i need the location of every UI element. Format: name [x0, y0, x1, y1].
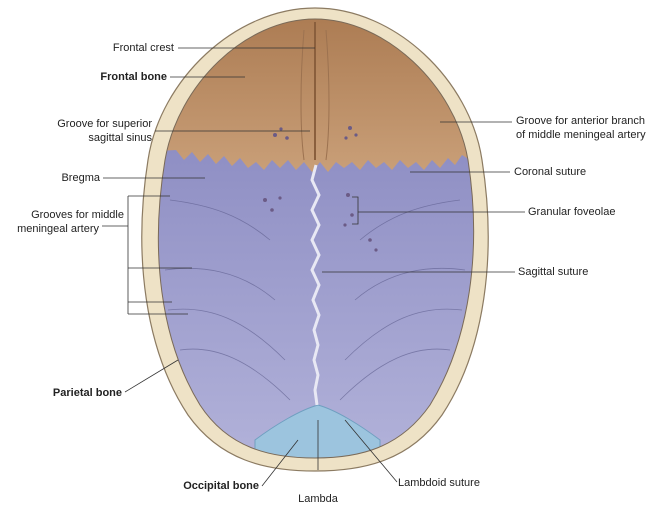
label-lambdoid-suture: Lambdoid suture — [398, 477, 480, 489]
label-groove-anterior-branch-line2: of middle meningeal artery — [516, 129, 646, 141]
sagittal-suture — [310, 164, 321, 406]
label-grooves-middle-meningeal-line2: meningeal artery — [17, 223, 99, 235]
label-granular-foveolae: Granular foveolae — [528, 206, 616, 218]
label-occipital-bone: Occipital bone — [183, 480, 259, 492]
label-groove-anterior-branch-line1: Groove for anterior branch — [516, 115, 646, 127]
occipital-bone-region — [254, 404, 381, 458]
label-lambda: Lambda — [298, 493, 338, 505]
label-parietal-bone: Parietal bone — [52, 387, 122, 399]
meningeal-grooves — [164, 199, 466, 401]
label-coronal-suture: Coronal suture — [514, 166, 587, 178]
granular-foveolae — [263, 126, 378, 252]
groove-superior-sagittal-sinus — [300, 29, 330, 161]
label-frontal-crest: Frontal crest — [112, 42, 174, 54]
label-groove-superior-sagittal-line1: Groove for superior — [57, 118, 152, 130]
label-bregma: Bregma — [61, 172, 100, 184]
label-groove-superior-sagittal-line2: sagittal sinus — [88, 132, 152, 144]
label-sagittal-suture: Sagittal suture — [518, 266, 589, 278]
label-frontal-bone: Frontal bone — [100, 71, 167, 83]
label-grooves-middle-meningeal-line1: Grooves for middle — [31, 209, 124, 221]
leader-lines — [102, 47, 525, 487]
